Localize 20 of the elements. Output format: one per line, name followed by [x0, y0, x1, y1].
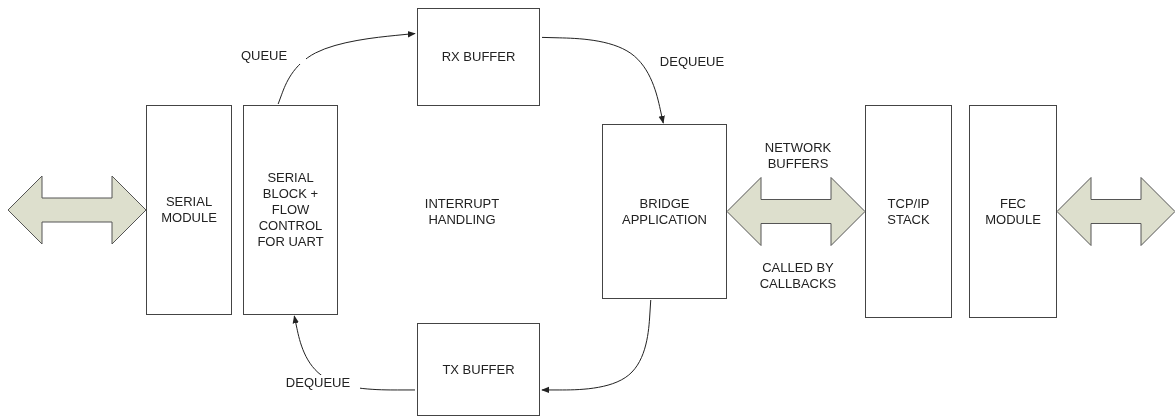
box-label: BRIDGE APPLICATION: [621, 195, 708, 228]
process-box: [417, 323, 540, 416]
box-label: SERIAL MODULE: [160, 194, 218, 226]
process-box: [969, 105, 1057, 318]
process-box: [417, 8, 540, 106]
box-label: TX BUFFER: [442, 361, 515, 378]
curved-arrow: [541, 299, 652, 394]
curved-arrow: [277, 31, 416, 105]
box-label: RX BUFFER: [441, 49, 516, 65]
box-label: FEC MODULE: [984, 195, 1042, 228]
process-box: [865, 105, 952, 318]
process-box: [146, 105, 232, 315]
double-arrow: [726, 177, 866, 246]
double-arrow: [7, 175, 147, 245]
curved-arrow: [541, 36, 665, 124]
process-box: [602, 124, 727, 299]
box-label: SERIAL BLOCK + FLOW CONTROL FOR UART: [256, 170, 325, 250]
double-arrow: [1056, 177, 1175, 246]
process-box: [243, 105, 338, 315]
box-label: TCP/IP STACK: [886, 195, 931, 228]
